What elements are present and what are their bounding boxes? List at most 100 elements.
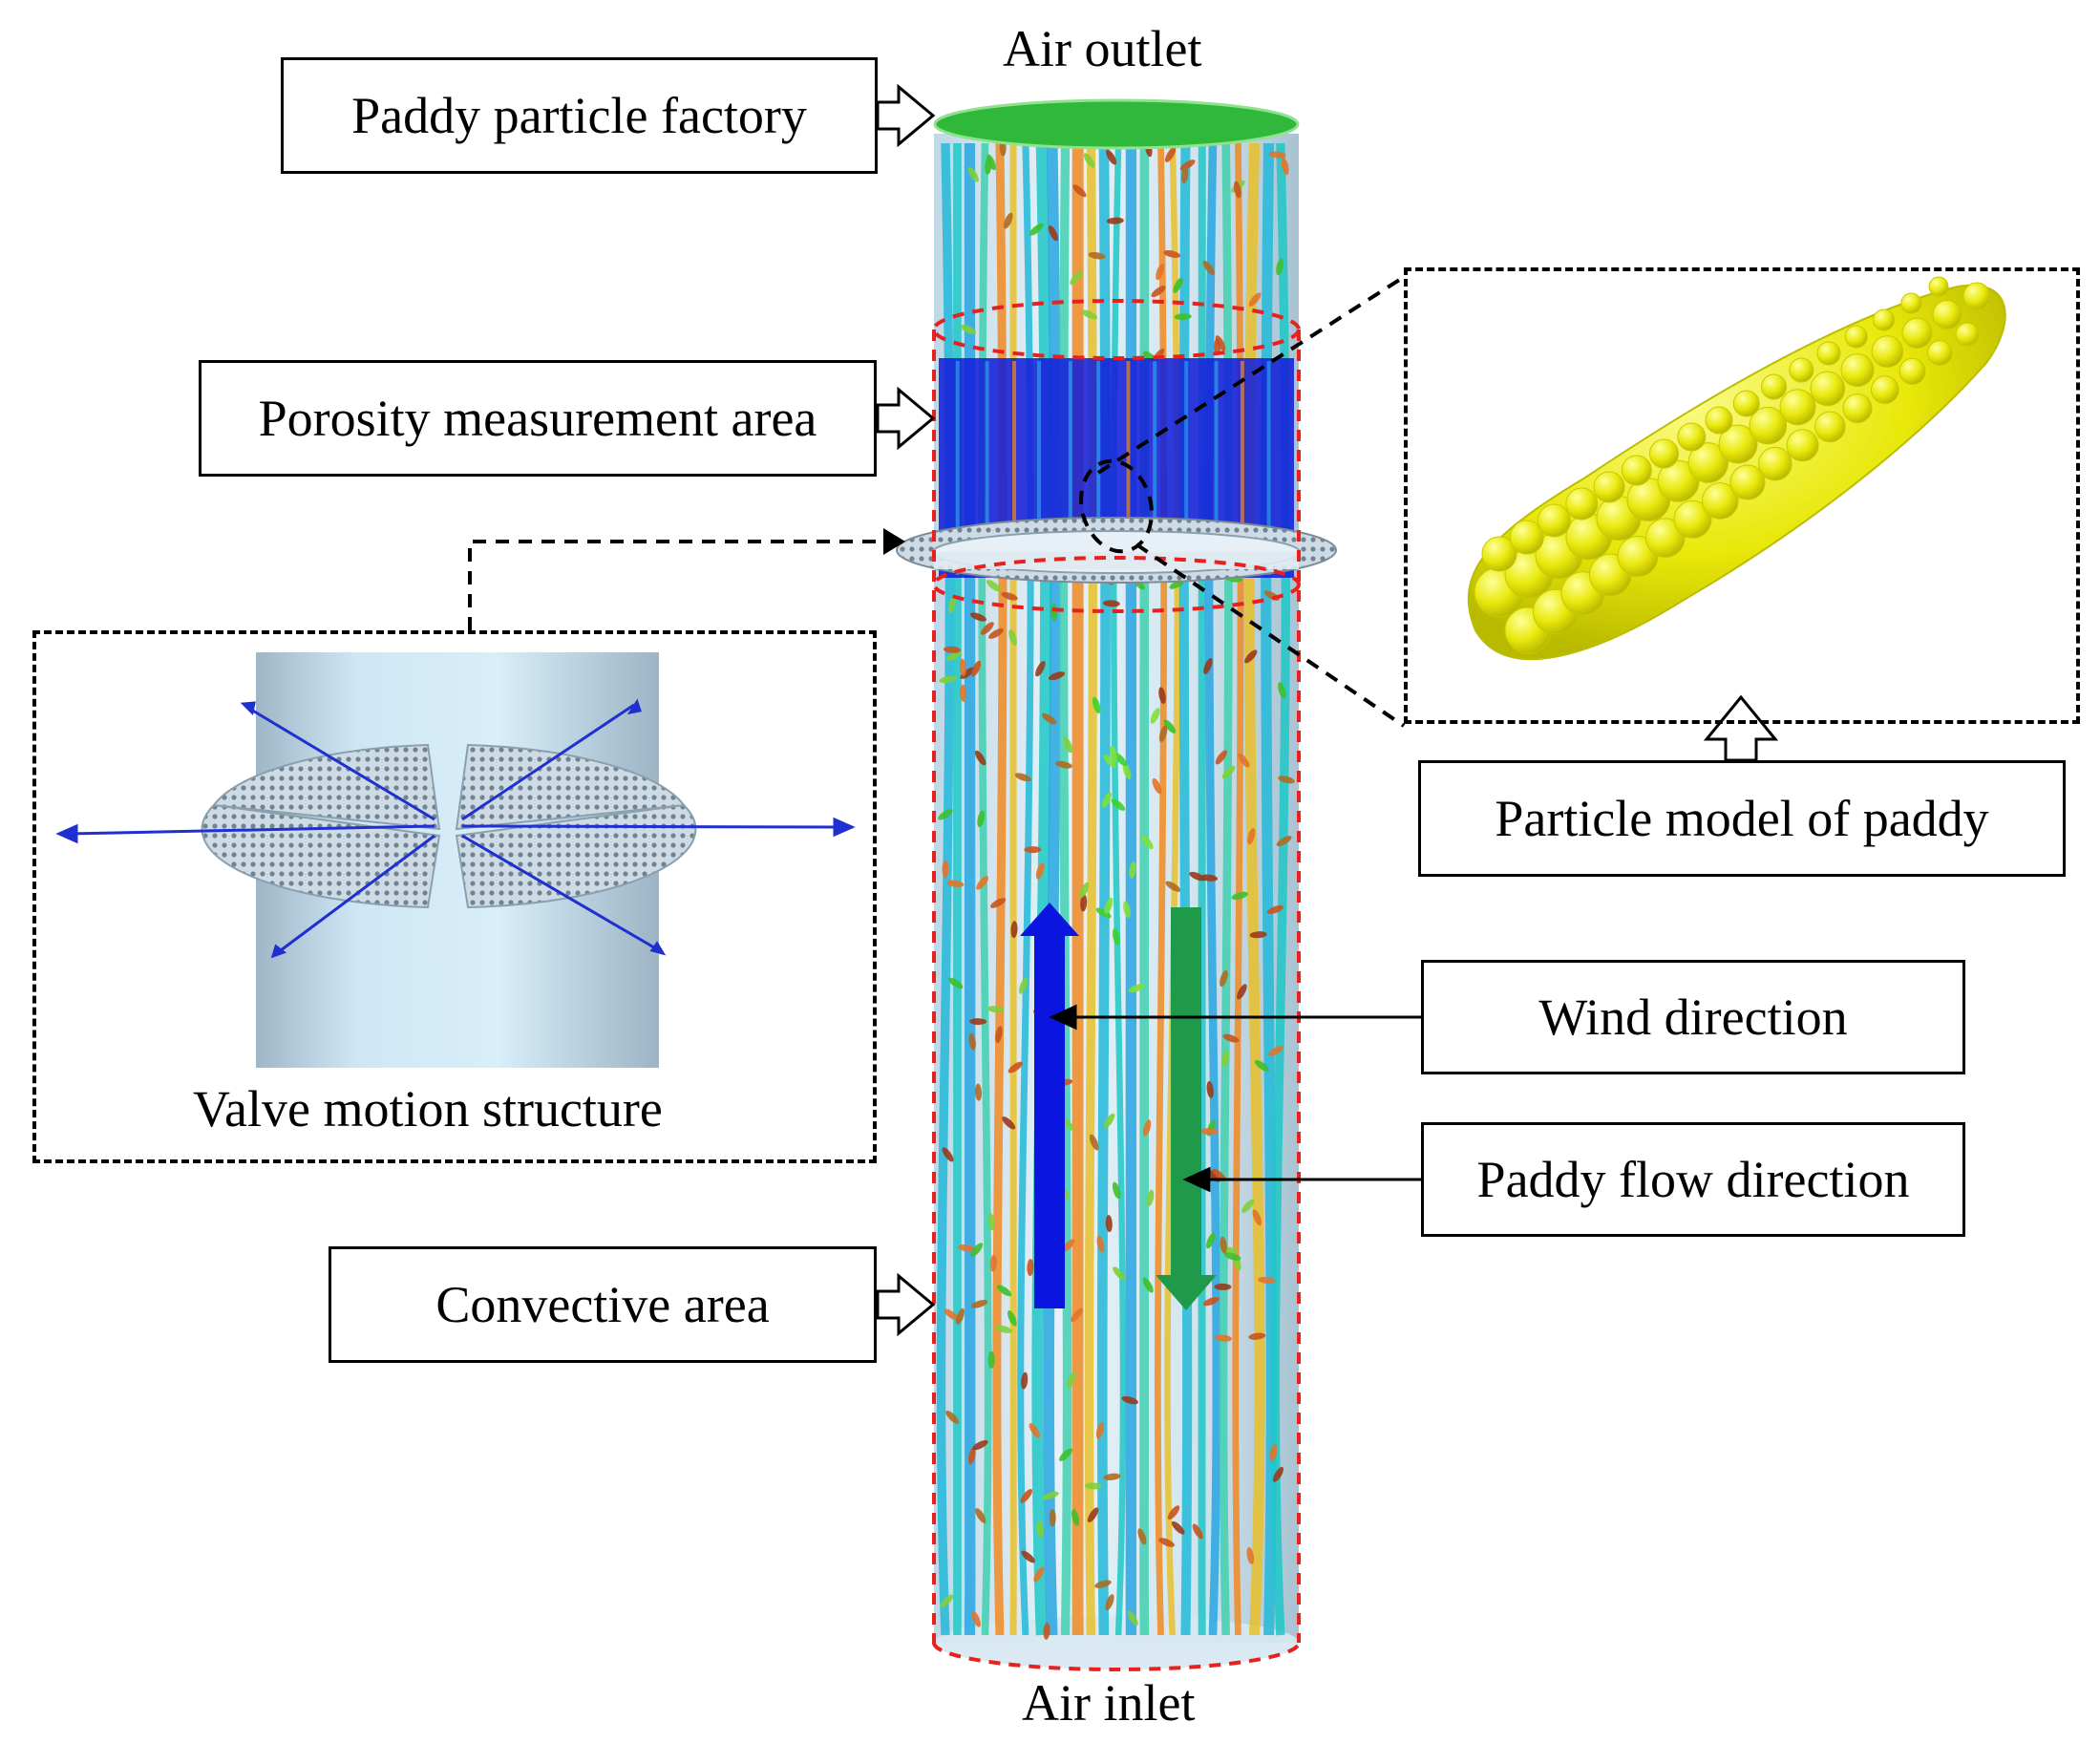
paddy-particle (1189, 871, 1206, 882)
paddy-particle (987, 1350, 995, 1369)
grain-sphere (1732, 390, 1760, 417)
paddy-particle (1105, 1215, 1113, 1233)
wind-direction-label: Wind direction (1421, 960, 1965, 1074)
paddy-particle (1146, 1189, 1155, 1207)
paddy-particle (1150, 708, 1160, 724)
convective-area-label: Convective area (329, 1246, 877, 1363)
paddy-particle (1248, 1332, 1266, 1340)
paddy-particle (968, 1032, 976, 1051)
paddy-particle (980, 622, 994, 635)
paddy-particle (1173, 277, 1183, 293)
paddy-particle (988, 627, 1004, 639)
grain-sphere (1761, 373, 1787, 400)
paddy-particle (1233, 181, 1241, 199)
grain-sphere (1509, 520, 1544, 555)
paddy-particle (1181, 166, 1189, 184)
paddy-particle (948, 596, 956, 614)
paddy-particle (1278, 682, 1286, 699)
paddy-particle (1151, 286, 1166, 298)
paddy-particle (1122, 763, 1132, 780)
paddy-flow-direction-label: Paddy flow direction (1421, 1122, 1965, 1237)
paddy-particle (995, 1325, 1012, 1333)
paddy-particle (1158, 1538, 1175, 1547)
paddy-particle (942, 1147, 954, 1162)
grain-sphere (1871, 375, 1899, 404)
air-inlet-label: Air inlet (1022, 1674, 1196, 1732)
grain-sphere (1565, 487, 1599, 521)
grain-sphere (1718, 424, 1758, 464)
valve-zoom-connector (468, 528, 905, 630)
paddy-particle (1071, 1509, 1080, 1526)
paddy-particle (1142, 1277, 1154, 1293)
paddy-particle (1174, 313, 1192, 321)
paddy-particle (1095, 907, 1112, 919)
paddy-particle (1249, 931, 1267, 939)
paddy-particle (1055, 760, 1072, 769)
paddy-particle (1113, 1266, 1126, 1281)
paddy-particle (1128, 984, 1145, 993)
paddy-particle (1096, 1235, 1105, 1253)
paddy-particle (989, 1254, 997, 1272)
paddy-particle (996, 1285, 1012, 1297)
paddy-particle (1035, 661, 1046, 677)
paddy-particle (1272, 1466, 1284, 1482)
paddy-particle (1014, 773, 1031, 782)
hollow-arrow-icon (876, 83, 1779, 1337)
hollow-arrow-icon (1703, 694, 1779, 762)
paddy-particle (1281, 158, 1289, 176)
paddy-particle (1081, 309, 1098, 320)
paddy-particle (957, 1244, 975, 1252)
grain-sphere (1955, 322, 1980, 347)
paddy-particle (1059, 1448, 1072, 1461)
valve-icon (55, 652, 856, 1068)
paddy-particle (1141, 835, 1154, 850)
paddy-particle (938, 809, 953, 820)
paddy-particle (1033, 1566, 1045, 1583)
paddy-particle (1020, 1489, 1032, 1503)
paddy-particle (1072, 184, 1087, 198)
paddy-particle (1269, 1444, 1278, 1461)
paddy-particle (946, 880, 965, 887)
paddy-particle (1215, 335, 1226, 351)
grain-sphere (1842, 393, 1873, 423)
paddy-particle (1152, 777, 1162, 795)
paddy-particle (1171, 1520, 1185, 1535)
paddy-grain-icon (1467, 276, 2006, 661)
paddy-particle (986, 1006, 1005, 1013)
paddy-particle (1105, 1594, 1114, 1611)
paddy-particle (1202, 260, 1215, 275)
paddy-particle (1276, 836, 1292, 847)
grain-sphere (1702, 482, 1739, 520)
paddy-particle (1158, 687, 1166, 705)
grain-sphere (1657, 459, 1700, 502)
paddy-particle (1106, 149, 1117, 165)
air-outlet-label: Air outlet (1003, 20, 1202, 77)
paddy-particle (940, 1594, 954, 1608)
paddy-particle (1049, 1509, 1056, 1527)
paddy-particle (976, 876, 988, 890)
paddy-particle (1083, 153, 1095, 168)
paddy-particle (942, 861, 949, 878)
paddy-particle (1222, 1033, 1240, 1043)
paddy-particle (1067, 1371, 1076, 1389)
grain-sphere (1844, 325, 1868, 349)
paddy-particle (1084, 1482, 1102, 1490)
paddy-particle (971, 1610, 981, 1627)
paddy-particle (1102, 600, 1120, 607)
paddy-particle (1258, 1276, 1276, 1285)
paddy-particle (1027, 1259, 1034, 1277)
paddy-particle (1036, 1520, 1044, 1539)
paddy-particle (1220, 969, 1228, 988)
grain-sphere (1927, 340, 1953, 366)
paddy-particle (1071, 1307, 1084, 1323)
porosity-measurement-area-label: Porosity measurement area (199, 360, 877, 477)
paddy-particle (967, 166, 979, 182)
particle-detail-panel (1404, 267, 2080, 724)
paddy-particle (1214, 1283, 1232, 1290)
paddy-particle (1254, 1059, 1269, 1073)
paddy-particle (1241, 1199, 1255, 1213)
paddy-particle (1035, 862, 1045, 880)
paddy-particle (1043, 1622, 1050, 1640)
paddy-particle (1127, 1610, 1138, 1626)
